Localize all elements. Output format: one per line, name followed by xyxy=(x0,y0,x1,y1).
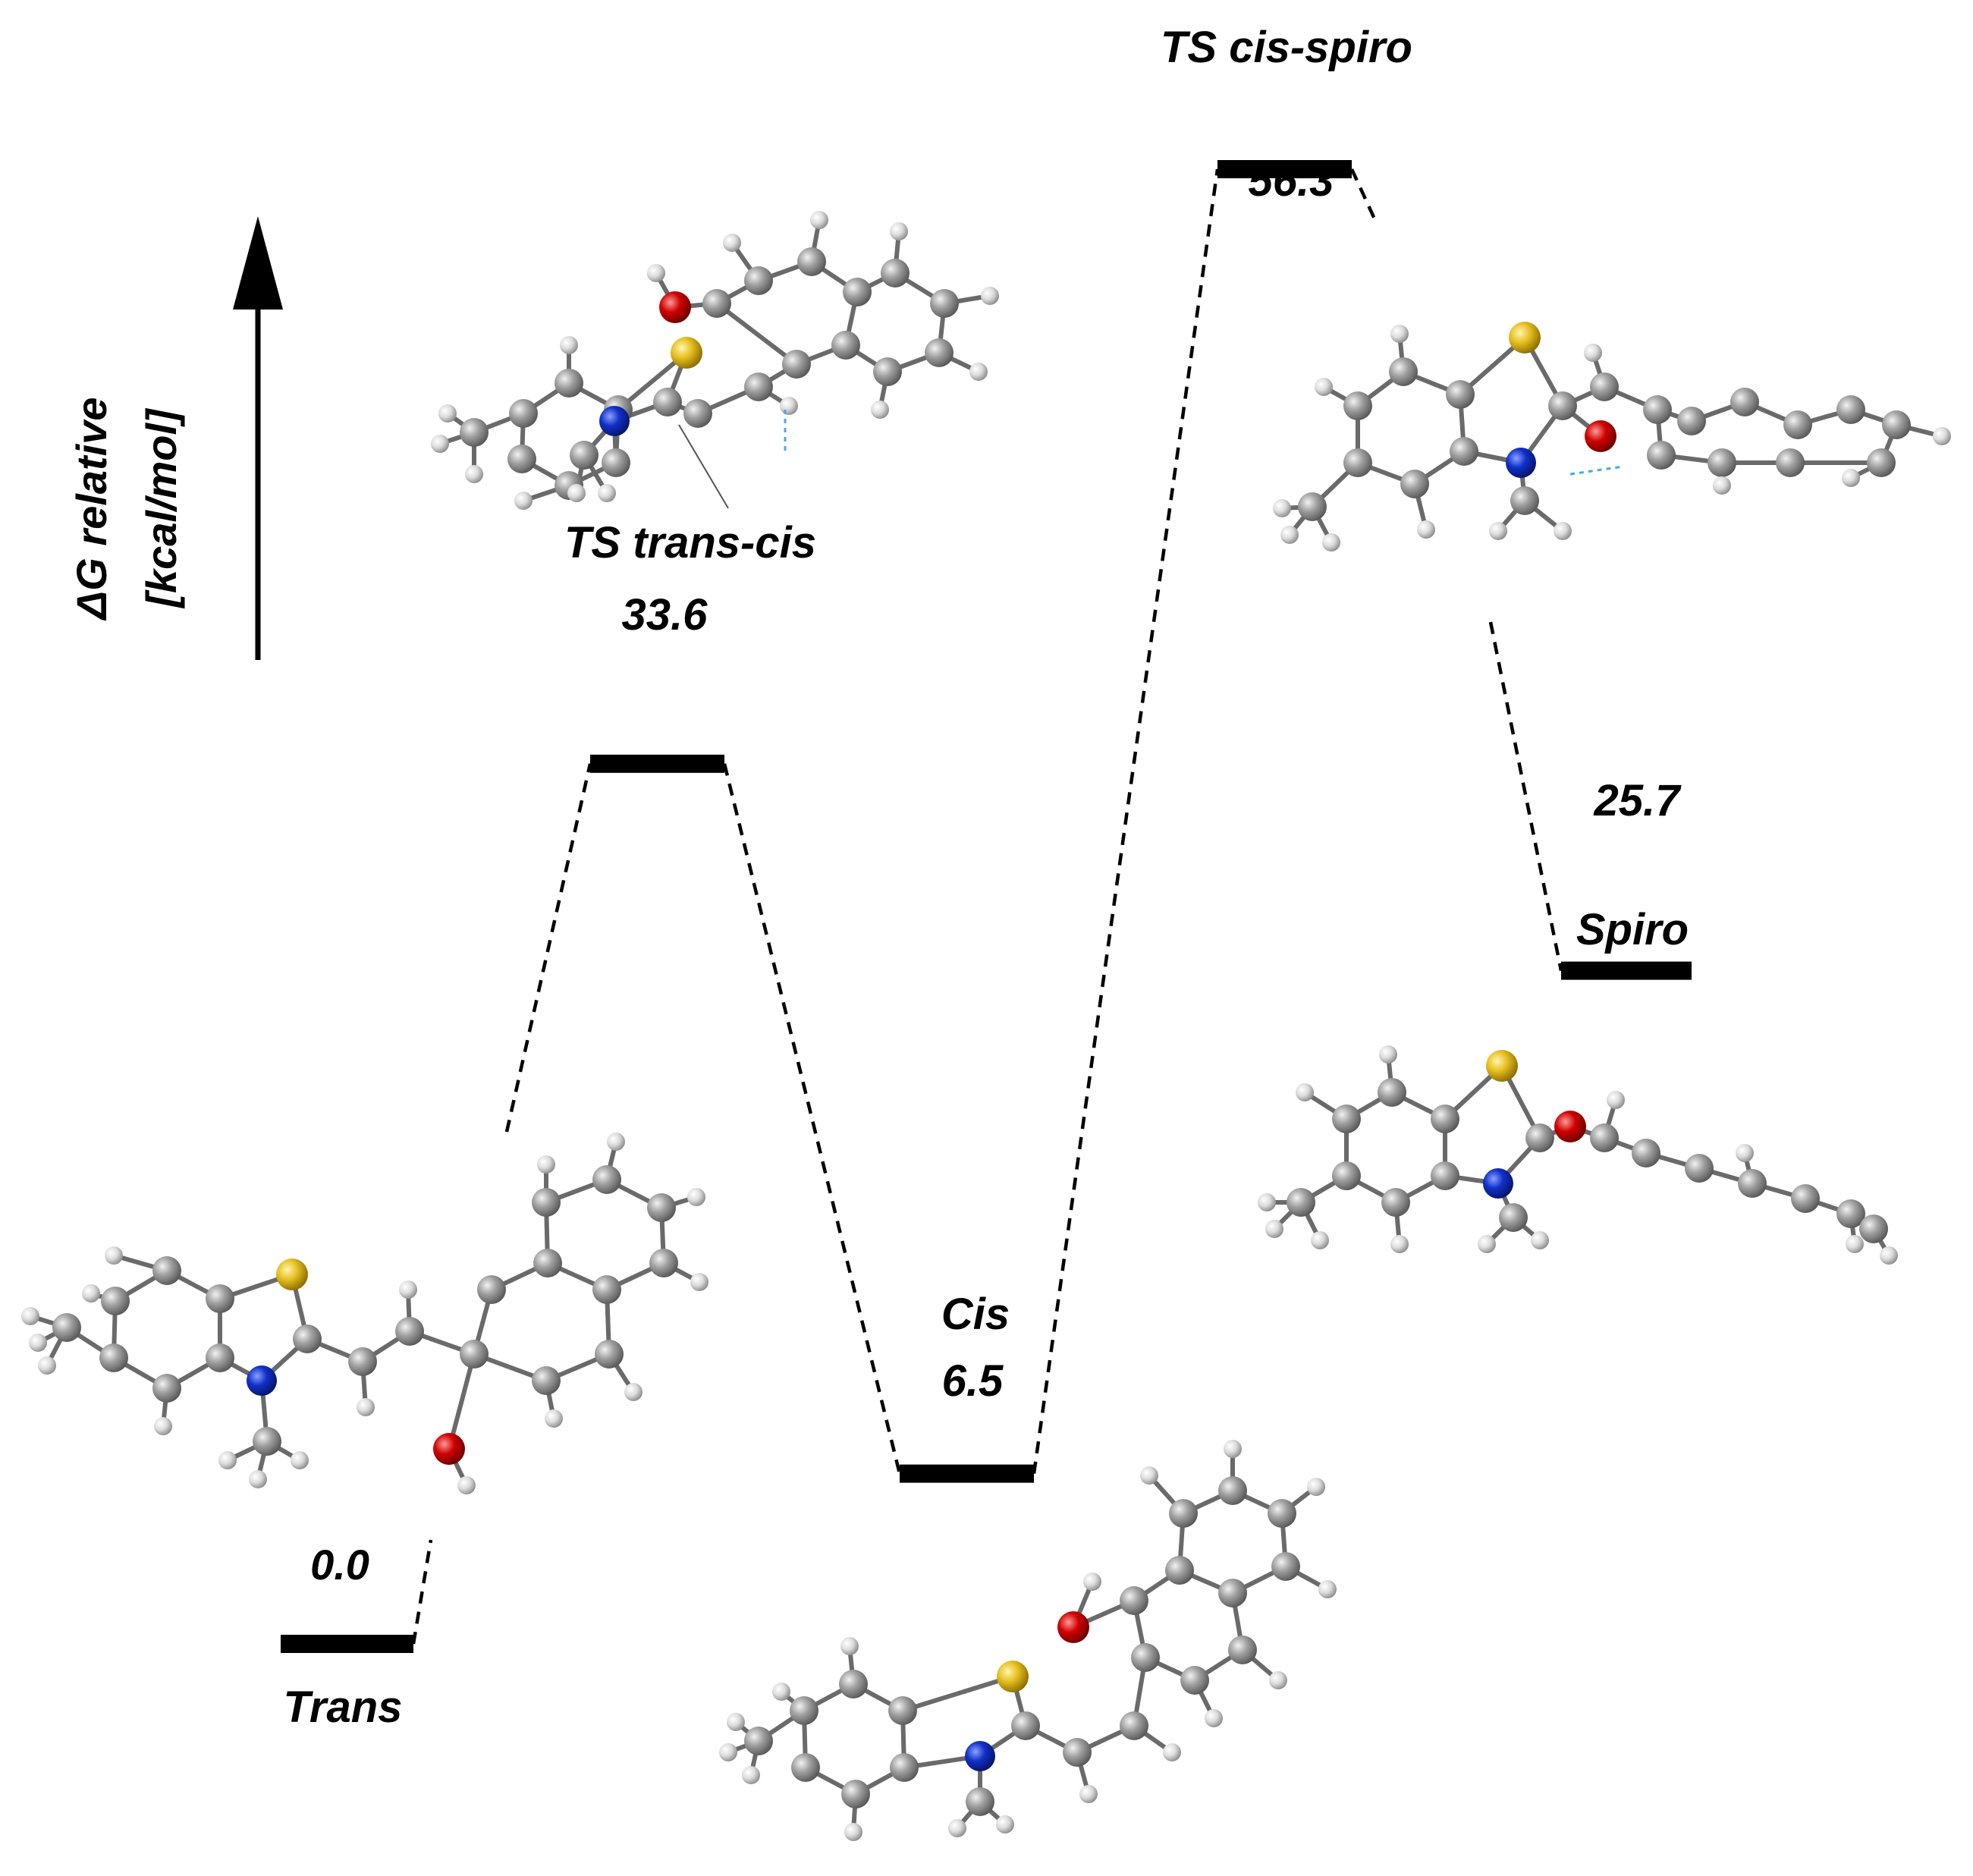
molecule-ts-trans-cis xyxy=(431,211,999,510)
molecule-spiro-upper xyxy=(1273,322,1951,551)
molecule-cis xyxy=(719,1440,1337,1841)
level-value-spiro: 25.7 xyxy=(1594,776,1682,825)
level-bar-ts-trans-cis xyxy=(590,754,724,773)
connector-trans-end xyxy=(411,1539,433,1645)
connector-ts2-end xyxy=(1349,168,1379,225)
h-bond-hint-spiro xyxy=(1569,465,1624,476)
level-name-ts-cis-spiro: TS cis-spiro xyxy=(1161,23,1412,72)
y-axis-label-line1: ΔG relative xyxy=(68,398,115,621)
axis-label-text: G relative xyxy=(68,398,115,591)
connector-trans-to-ts1 xyxy=(504,763,592,1133)
connector-cis-to-ts2 xyxy=(1032,168,1220,1474)
level-name-trans: Trans xyxy=(284,1683,403,1732)
level-name-ts-trans-cis: TS trans-cis xyxy=(564,518,816,567)
level-value-trans: 0.0 xyxy=(310,1541,369,1588)
level-bar-ts-cis-spiro xyxy=(1217,160,1352,178)
delta-symbol: Δ xyxy=(68,591,115,621)
connector-lines xyxy=(411,168,1563,1645)
level-value-ts-cis-spiro: 56.3 xyxy=(1249,156,1334,206)
y-axis-arrow xyxy=(233,216,283,660)
level-bar-spiro xyxy=(1561,961,1692,980)
molecule-spiro-lower xyxy=(1258,1045,1898,1265)
molecule-trans xyxy=(21,1133,708,1494)
energy-levels xyxy=(281,160,1692,1653)
level-name-spiro: Spiro xyxy=(1576,905,1689,954)
level-name-cis: Cis xyxy=(941,1290,1010,1339)
connector-ts1-to-cis xyxy=(722,763,902,1475)
level-bar-trans xyxy=(281,1635,413,1653)
molecule-structures xyxy=(21,211,1951,1841)
level-value-ts-trans-cis: 33.6 xyxy=(622,590,708,639)
level-value-cis: 6.5 xyxy=(942,1356,1004,1406)
connector-to-spiro xyxy=(1488,621,1563,972)
ts-leader-line xyxy=(678,424,729,509)
y-axis-label-line2: [kcal/mol] xyxy=(137,407,185,609)
level-bar-cis xyxy=(900,1464,1034,1483)
